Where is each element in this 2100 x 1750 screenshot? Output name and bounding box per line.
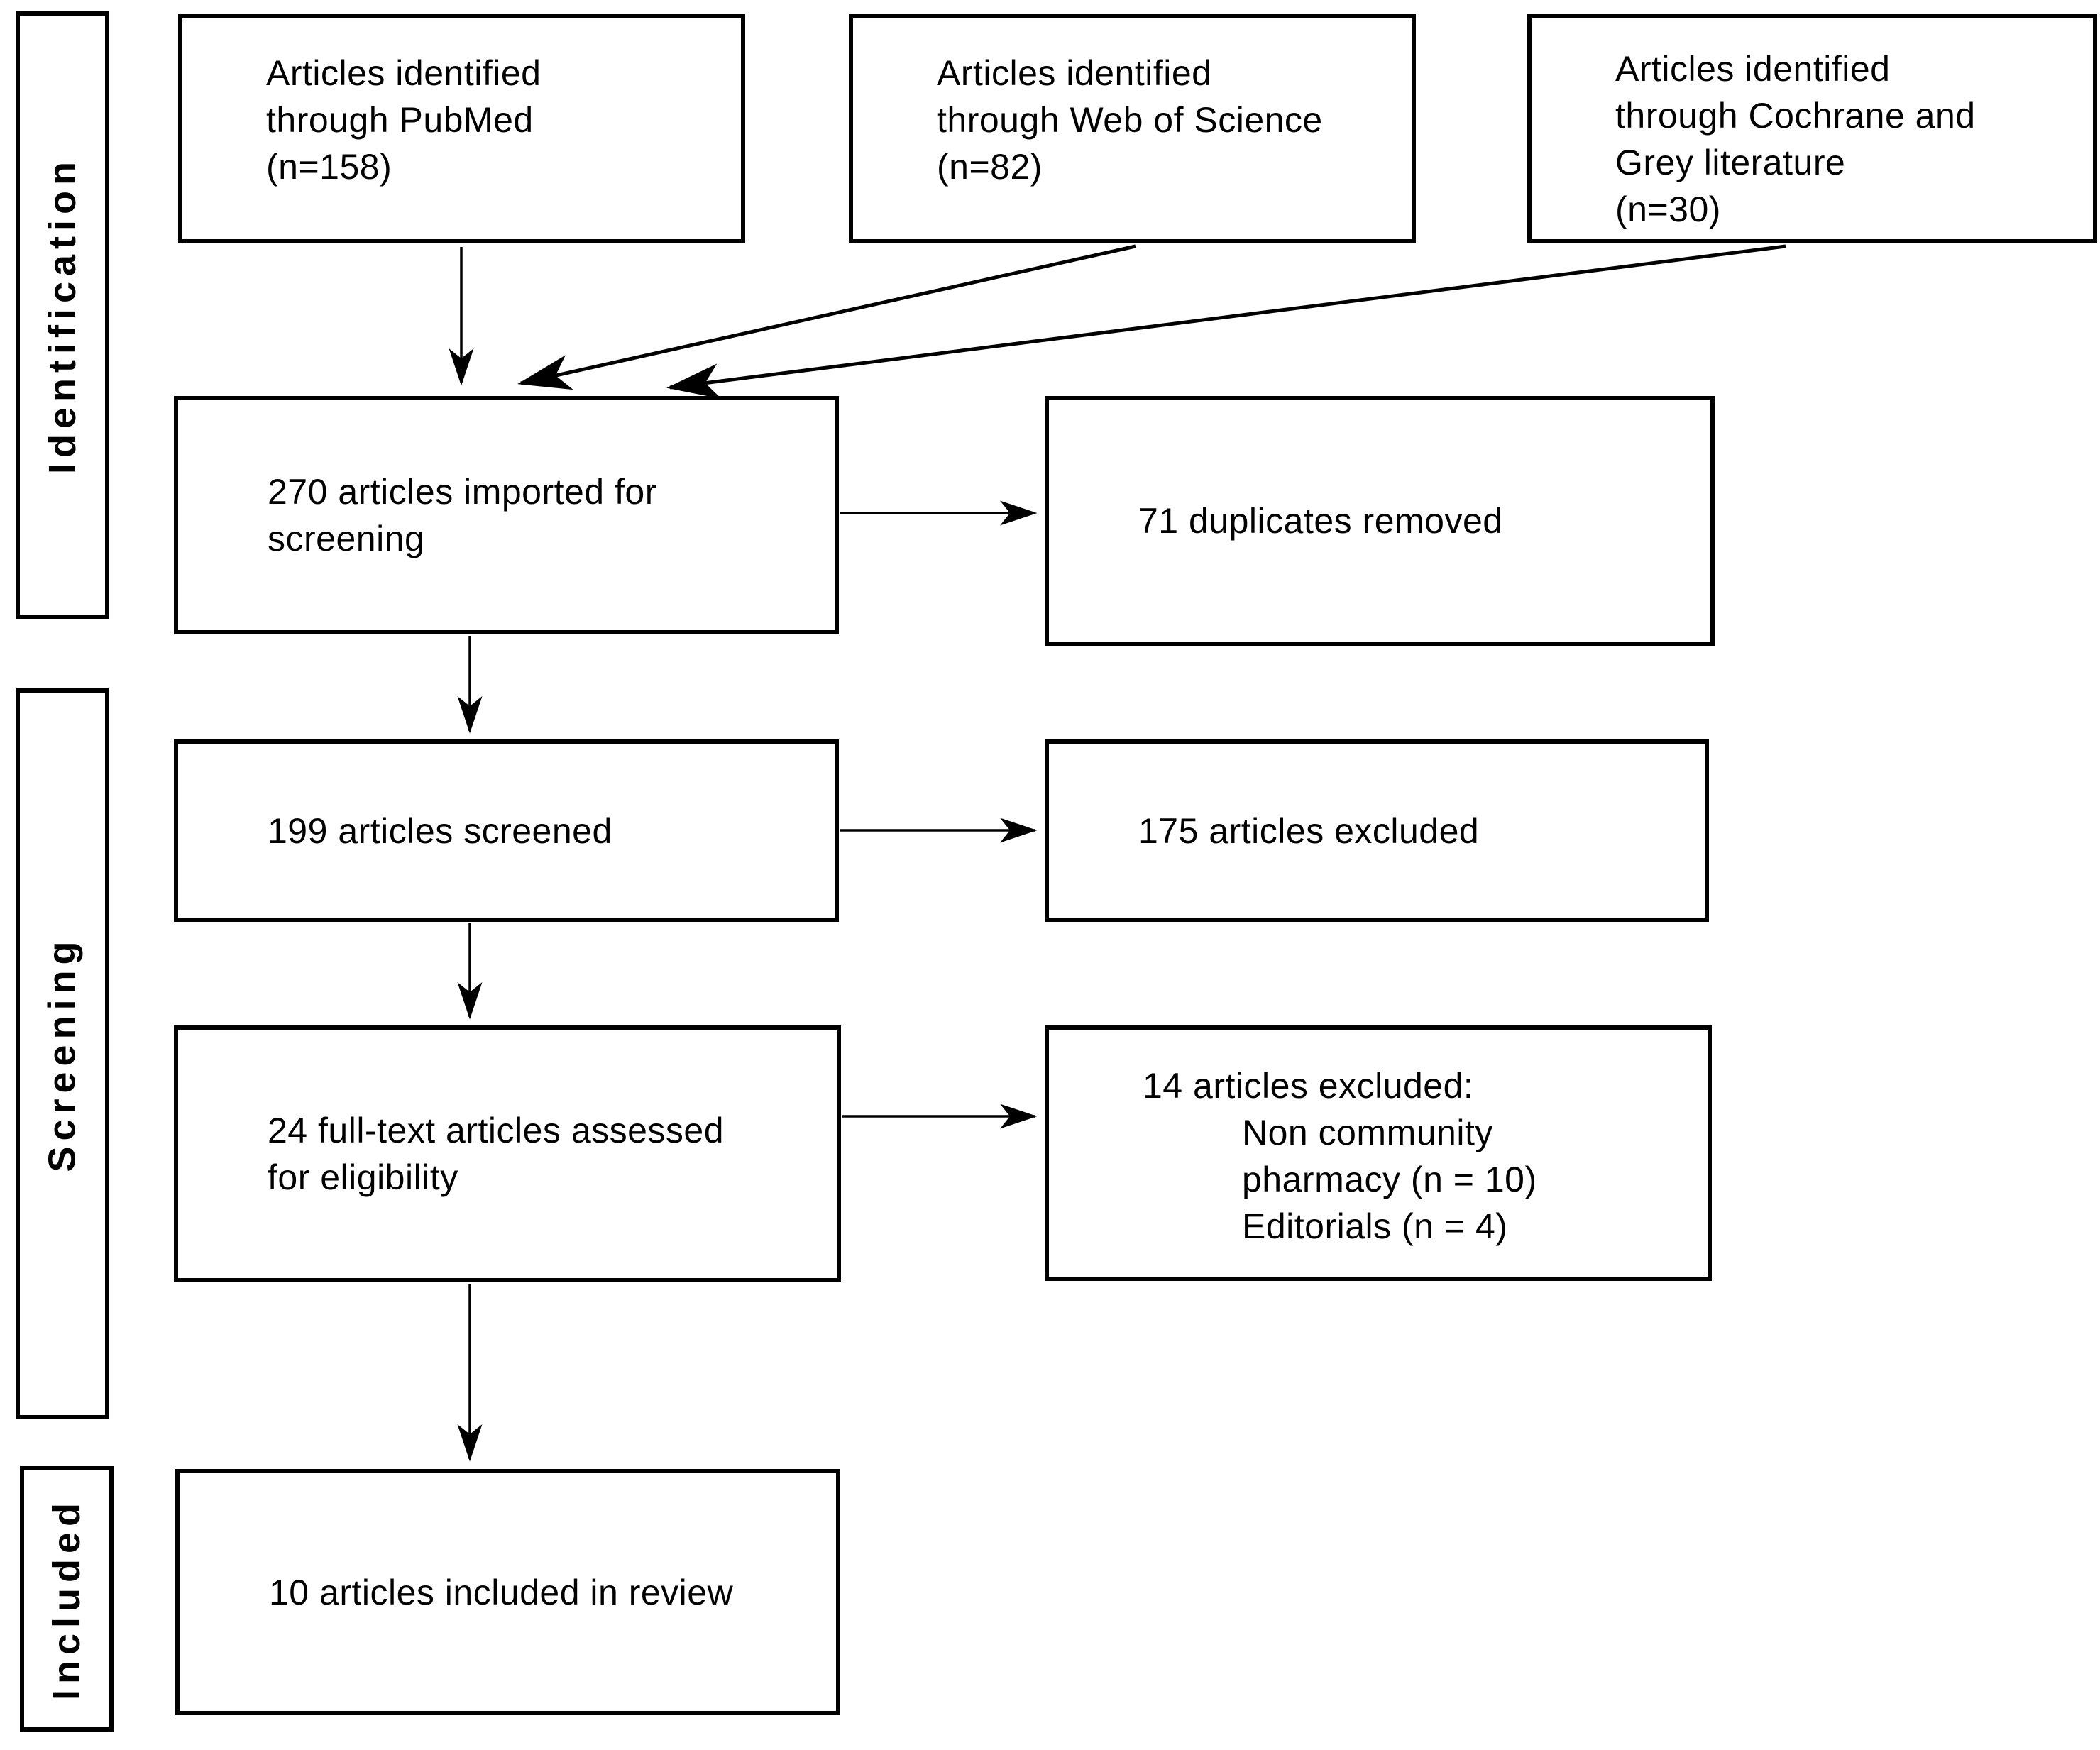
stage-box-screening: Screening xyxy=(16,688,109,1419)
box-articles-excluded-screening: 175 articles excluded xyxy=(1045,739,1709,922)
arrow-webofscience-to-imported xyxy=(517,244,1136,390)
box-fulltext-assessed: 24 full-text articles assessed for eligi… xyxy=(174,1025,841,1282)
fulltext-excluded-title: 14 articles excluded: xyxy=(1143,1066,1474,1106)
box-fulltext-excluded: 14 articles excluded: Non community phar… xyxy=(1045,1025,1712,1281)
box-source-cochrane-grey: Articles identified through Cochrane and… xyxy=(1527,14,2097,243)
stage-label-screening: Screening xyxy=(41,935,84,1172)
fulltext-excluded-reason-editorials: Editorials (n = 4) xyxy=(1242,1206,1508,1246)
box-articles-screened: 199 articles screened xyxy=(174,739,839,922)
stage-label-identification: Identification xyxy=(41,156,84,474)
stage-box-identification: Identification xyxy=(16,11,109,619)
box-imported-for-screening: 270 articles imported for screening xyxy=(174,396,839,634)
stage-label-included: Included xyxy=(45,1497,89,1701)
arrow-cochrane-to-imported xyxy=(666,244,1786,400)
box-source-pubmed: Articles identified through PubMed (n=15… xyxy=(178,14,745,243)
stage-box-included: Included xyxy=(20,1466,114,1732)
fulltext-excluded-reason-non-community-pharmacy: Non community pharmacy (n = 10) xyxy=(1242,1113,1537,1199)
box-duplicates-removed: 71 duplicates removed xyxy=(1045,396,1715,646)
box-source-web-of-science: Articles identified through Web of Scien… xyxy=(849,14,1416,243)
box-included-in-review: 10 articles included in review xyxy=(175,1469,840,1715)
